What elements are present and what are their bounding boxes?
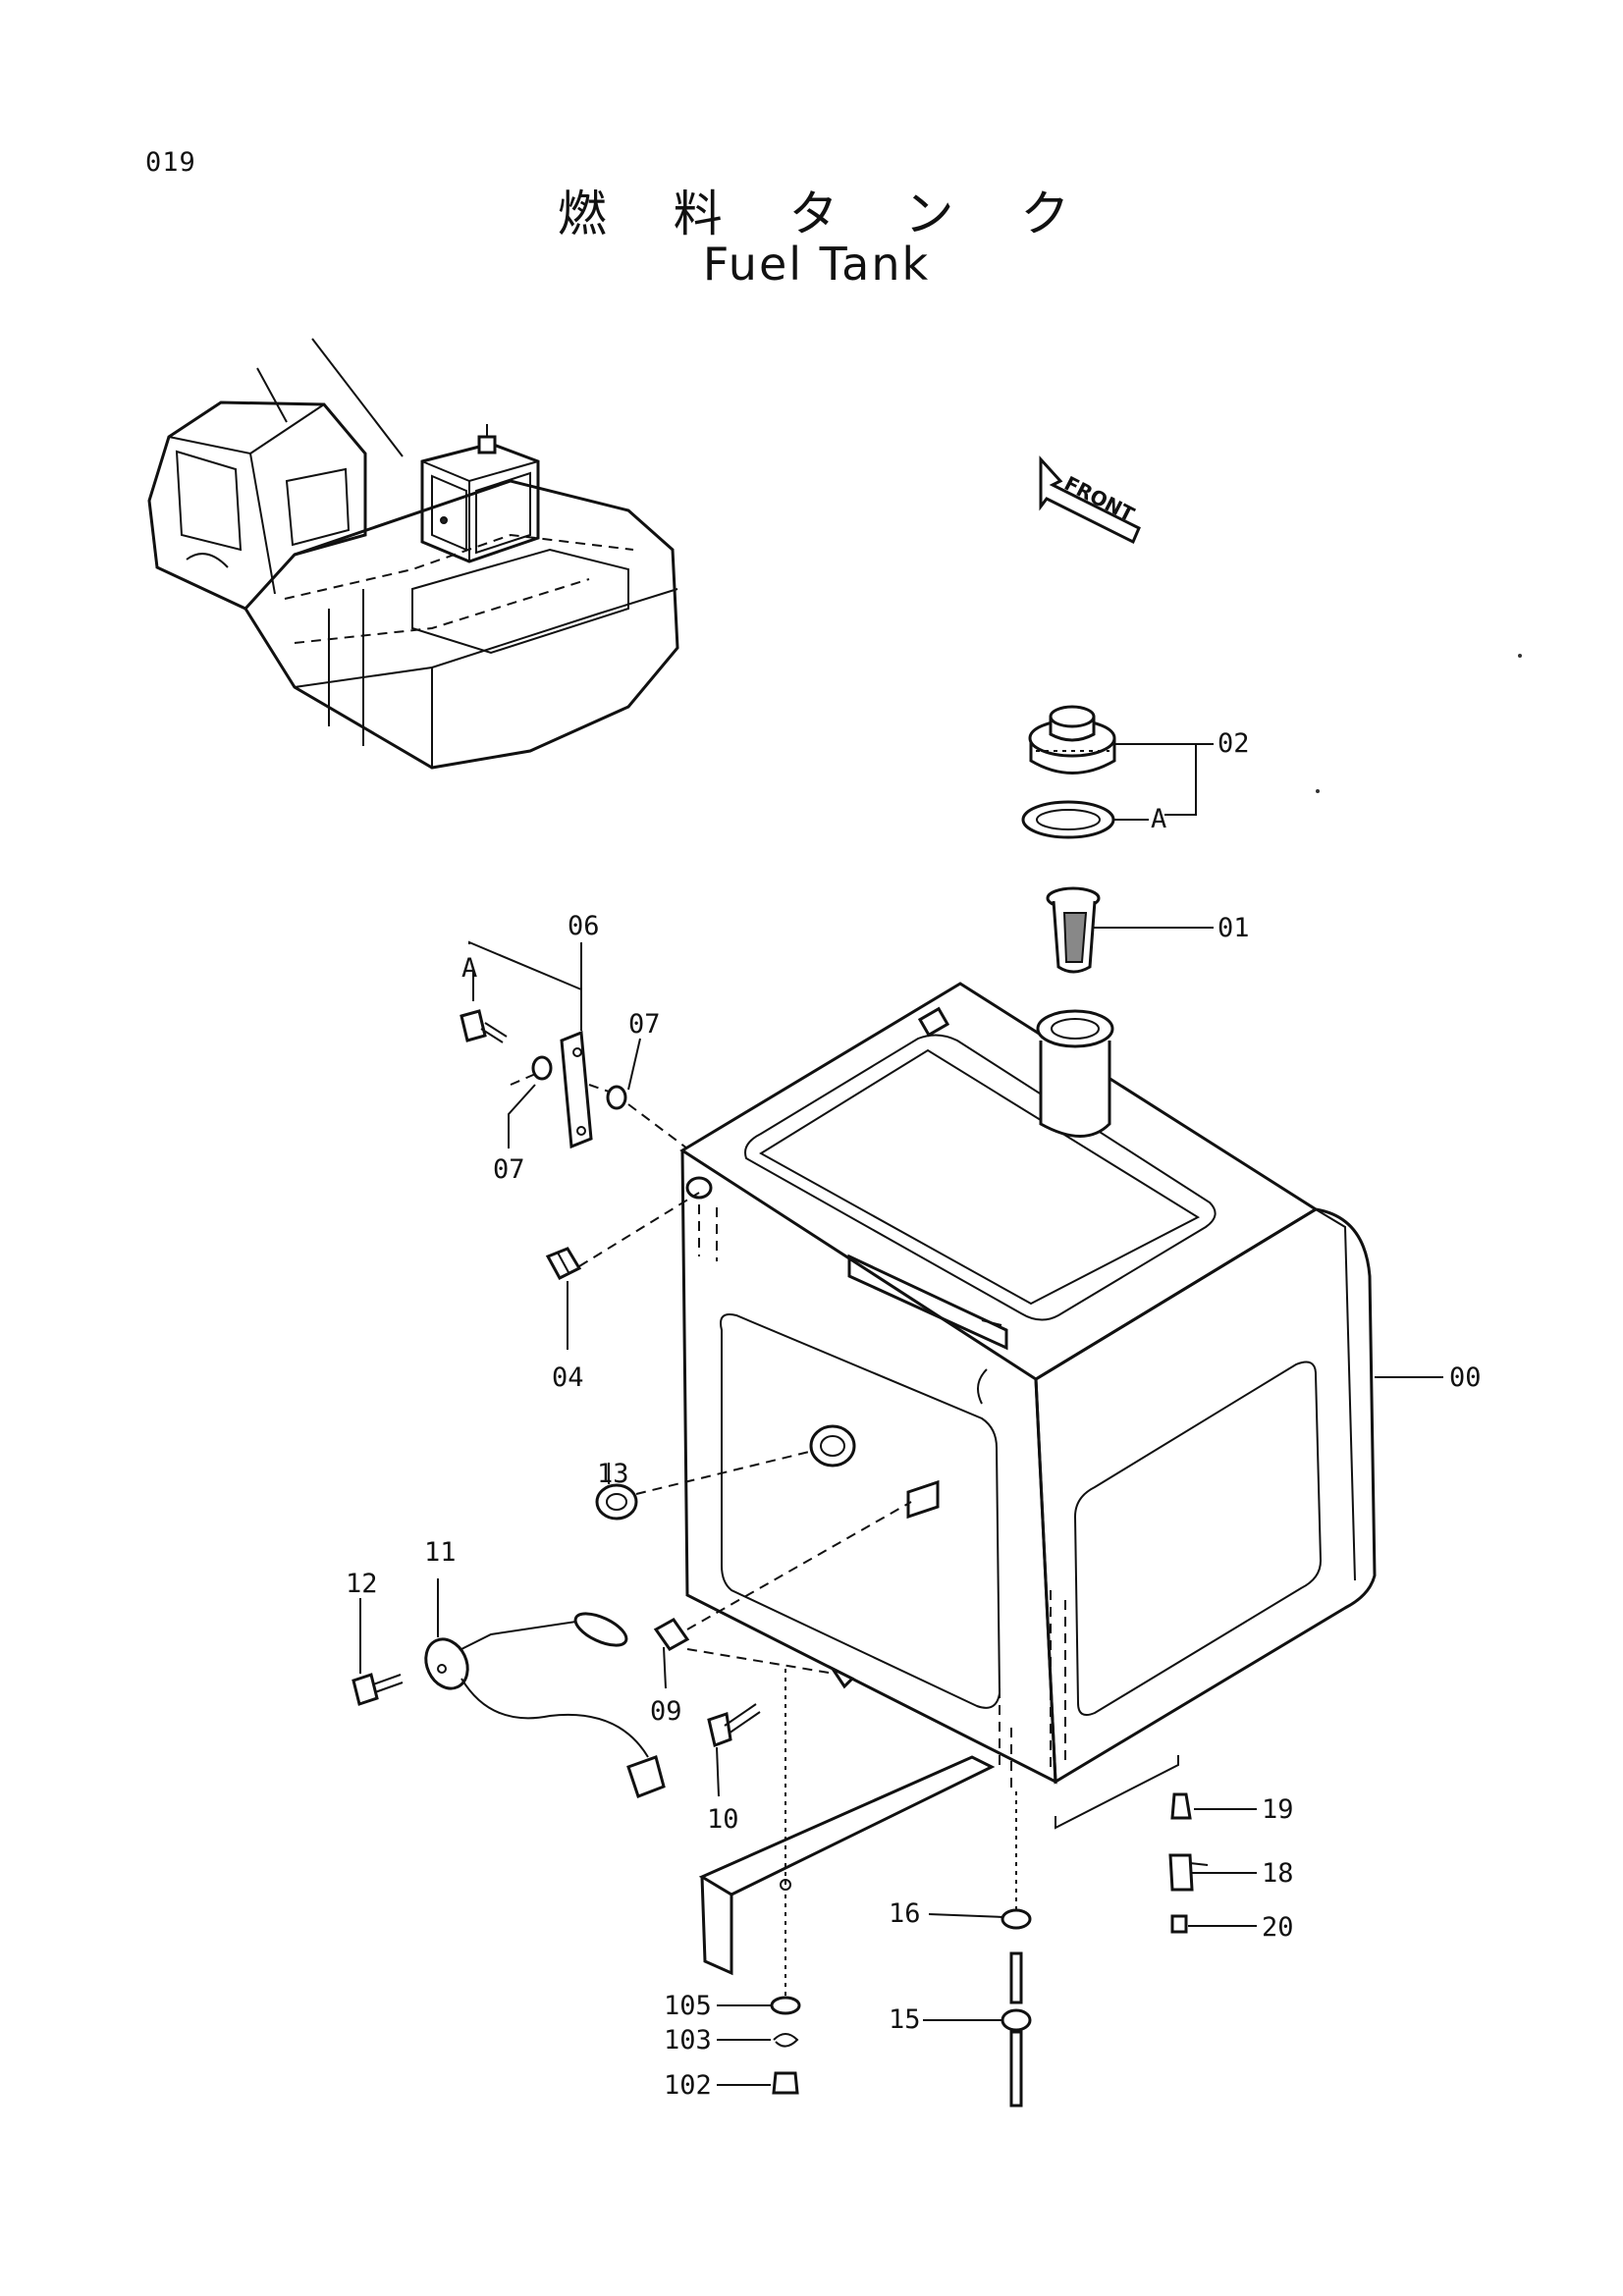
part-15-drain-valve [1001,1951,1032,2108]
callout-04: 04 [552,1362,584,1393]
leader-lines [359,743,1443,2086]
callout-07-bottom: 07 [493,1154,525,1185]
callout-09: 09 [650,1696,682,1727]
excavator-overview [147,338,679,770]
callout-00: 00 [1449,1362,1482,1393]
callout-19: 19 [1262,1794,1294,1825]
callout-02: 02 [1217,728,1250,759]
callout-10: 10 [707,1804,739,1835]
title-japanese: 燃 料 タ ン ク [557,186,1096,242]
speck [1316,789,1320,793]
callout-01: 01 [1217,913,1250,943]
callout-15: 15 [889,2004,921,2035]
callout-20: 20 [1262,1912,1294,1943]
part-16-washer [1001,1908,1032,1930]
part-01-strainer [1046,886,1101,974]
callout-102: 102 [664,2070,712,2101]
part-06-level-gauge [560,1030,593,1149]
callout-16: 16 [889,1898,921,1929]
part-13-gasket [595,1483,638,1521]
part-10-bolt [707,1703,761,1748]
part-103-lockwasher [773,2033,799,2048]
part-18-cock [1168,1853,1209,1892]
part-105-washer [770,1996,801,2015]
part-07-washers [531,1055,627,1110]
fuel-tank-body [679,982,1377,2002]
callout-13: 13 [597,1459,629,1489]
part-a-bolt-left [460,1009,508,1043]
callout-numbers: 02 A 01 00 06 A 07 07 04 13 11 12 09 10 … [346,728,1482,2101]
callout-105: 105 [664,1991,712,2021]
page-number: 019 [145,147,196,178]
part-20-plug [1170,1914,1188,1934]
part-02-filler-cap [1028,705,1116,774]
front-arrow: FRONT [1039,455,1141,545]
part-a-gasket [1021,800,1115,839]
callout-18: 18 [1262,1858,1294,1889]
part-11-fuel-sender [424,1612,666,1798]
part-09-clip [653,1618,690,1651]
callout-07-top: 07 [628,1009,661,1040]
speck [1518,654,1522,658]
callout-a-top: A [1151,804,1166,834]
callout-11: 11 [424,1537,457,1568]
part-12-bolt [352,1673,404,1706]
callout-103: 103 [664,2025,712,2056]
part-04-plug [545,1247,582,1280]
part-102-bolt [772,2071,799,2095]
callout-06: 06 [568,911,600,941]
front-label: FRONT [1060,471,1138,526]
title-english: Fuel Tank [702,238,931,291]
part-19-fitting [1170,1792,1192,1820]
callout-a-left: A [461,953,477,984]
callout-12: 12 [346,1569,378,1599]
